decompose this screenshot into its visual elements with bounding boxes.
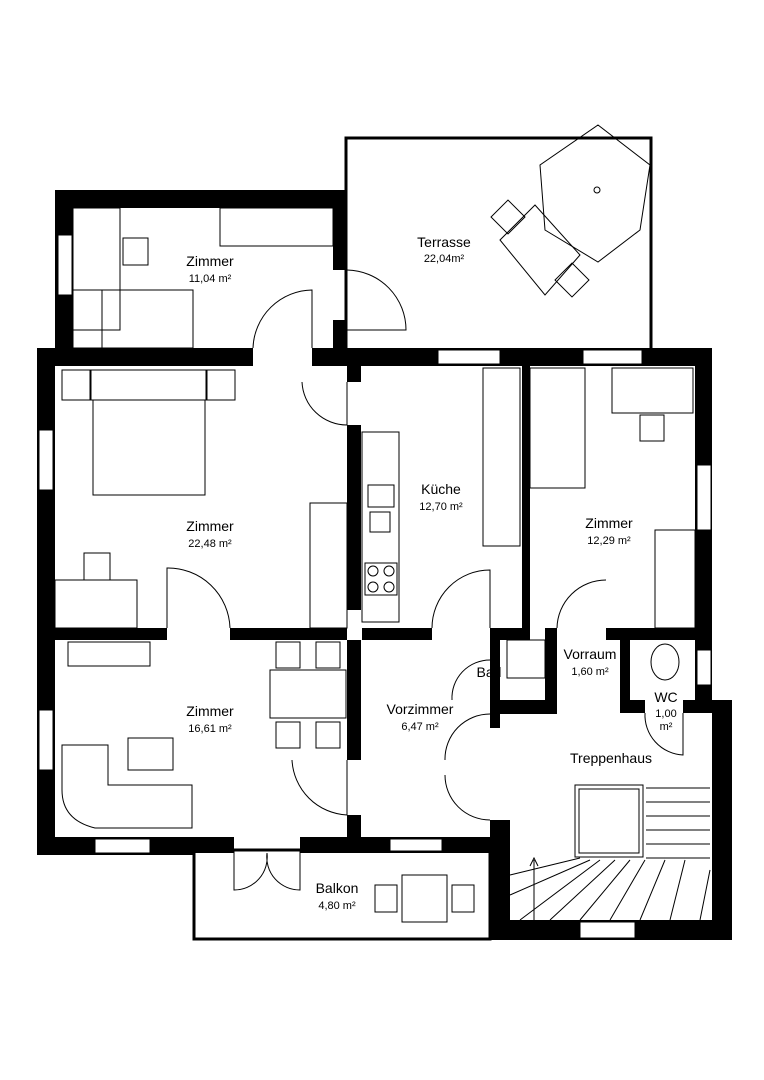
- vorzimmer-area: 6,47 m²: [401, 721, 439, 733]
- zimmer-1-area: 11,04 m²: [189, 273, 232, 285]
- zimmer-2-area: 22,48 m²: [188, 538, 232, 550]
- vorzimmer-name: Vorzimmer: [387, 701, 454, 717]
- balkon-area: 4,80 m²: [318, 900, 356, 912]
- kueche-area: 12,70 m²: [419, 501, 463, 513]
- vorraum-area: 1,60 m²: [571, 666, 609, 678]
- vorraum-name: Vorraum: [564, 646, 617, 662]
- doors: [166, 269, 684, 891]
- bad-name: Bad: [477, 664, 502, 680]
- wc-name: WC: [654, 689, 677, 705]
- zimmer-2-name: Zimmer: [186, 518, 234, 534]
- terrace-outline: [344, 136, 653, 352]
- balkon-name: Balkon: [316, 880, 359, 896]
- windows: [38, 234, 712, 939]
- furniture: [54, 124, 711, 923]
- room-labels: Terrasse 22,04m² Zimmer 11,04 m² Zimmer …: [186, 234, 677, 912]
- terrasse-name: Terrasse: [417, 234, 471, 250]
- zimmer-3-area: 12,29 m²: [587, 535, 631, 547]
- terrasse-area: 22,04m²: [424, 253, 465, 265]
- zimmer-4-name: Zimmer: [186, 703, 234, 719]
- zimmer-3-name: Zimmer: [585, 515, 633, 531]
- wc-area-unit: m²: [660, 721, 673, 733]
- kueche-name: Küche: [421, 481, 461, 497]
- wc-area-value: 1,00: [655, 708, 676, 720]
- treppenhaus-name: Treppenhaus: [570, 750, 652, 766]
- zimmer-1-name: Zimmer: [186, 253, 234, 269]
- zimmer-4-area: 16,61 m²: [188, 723, 232, 735]
